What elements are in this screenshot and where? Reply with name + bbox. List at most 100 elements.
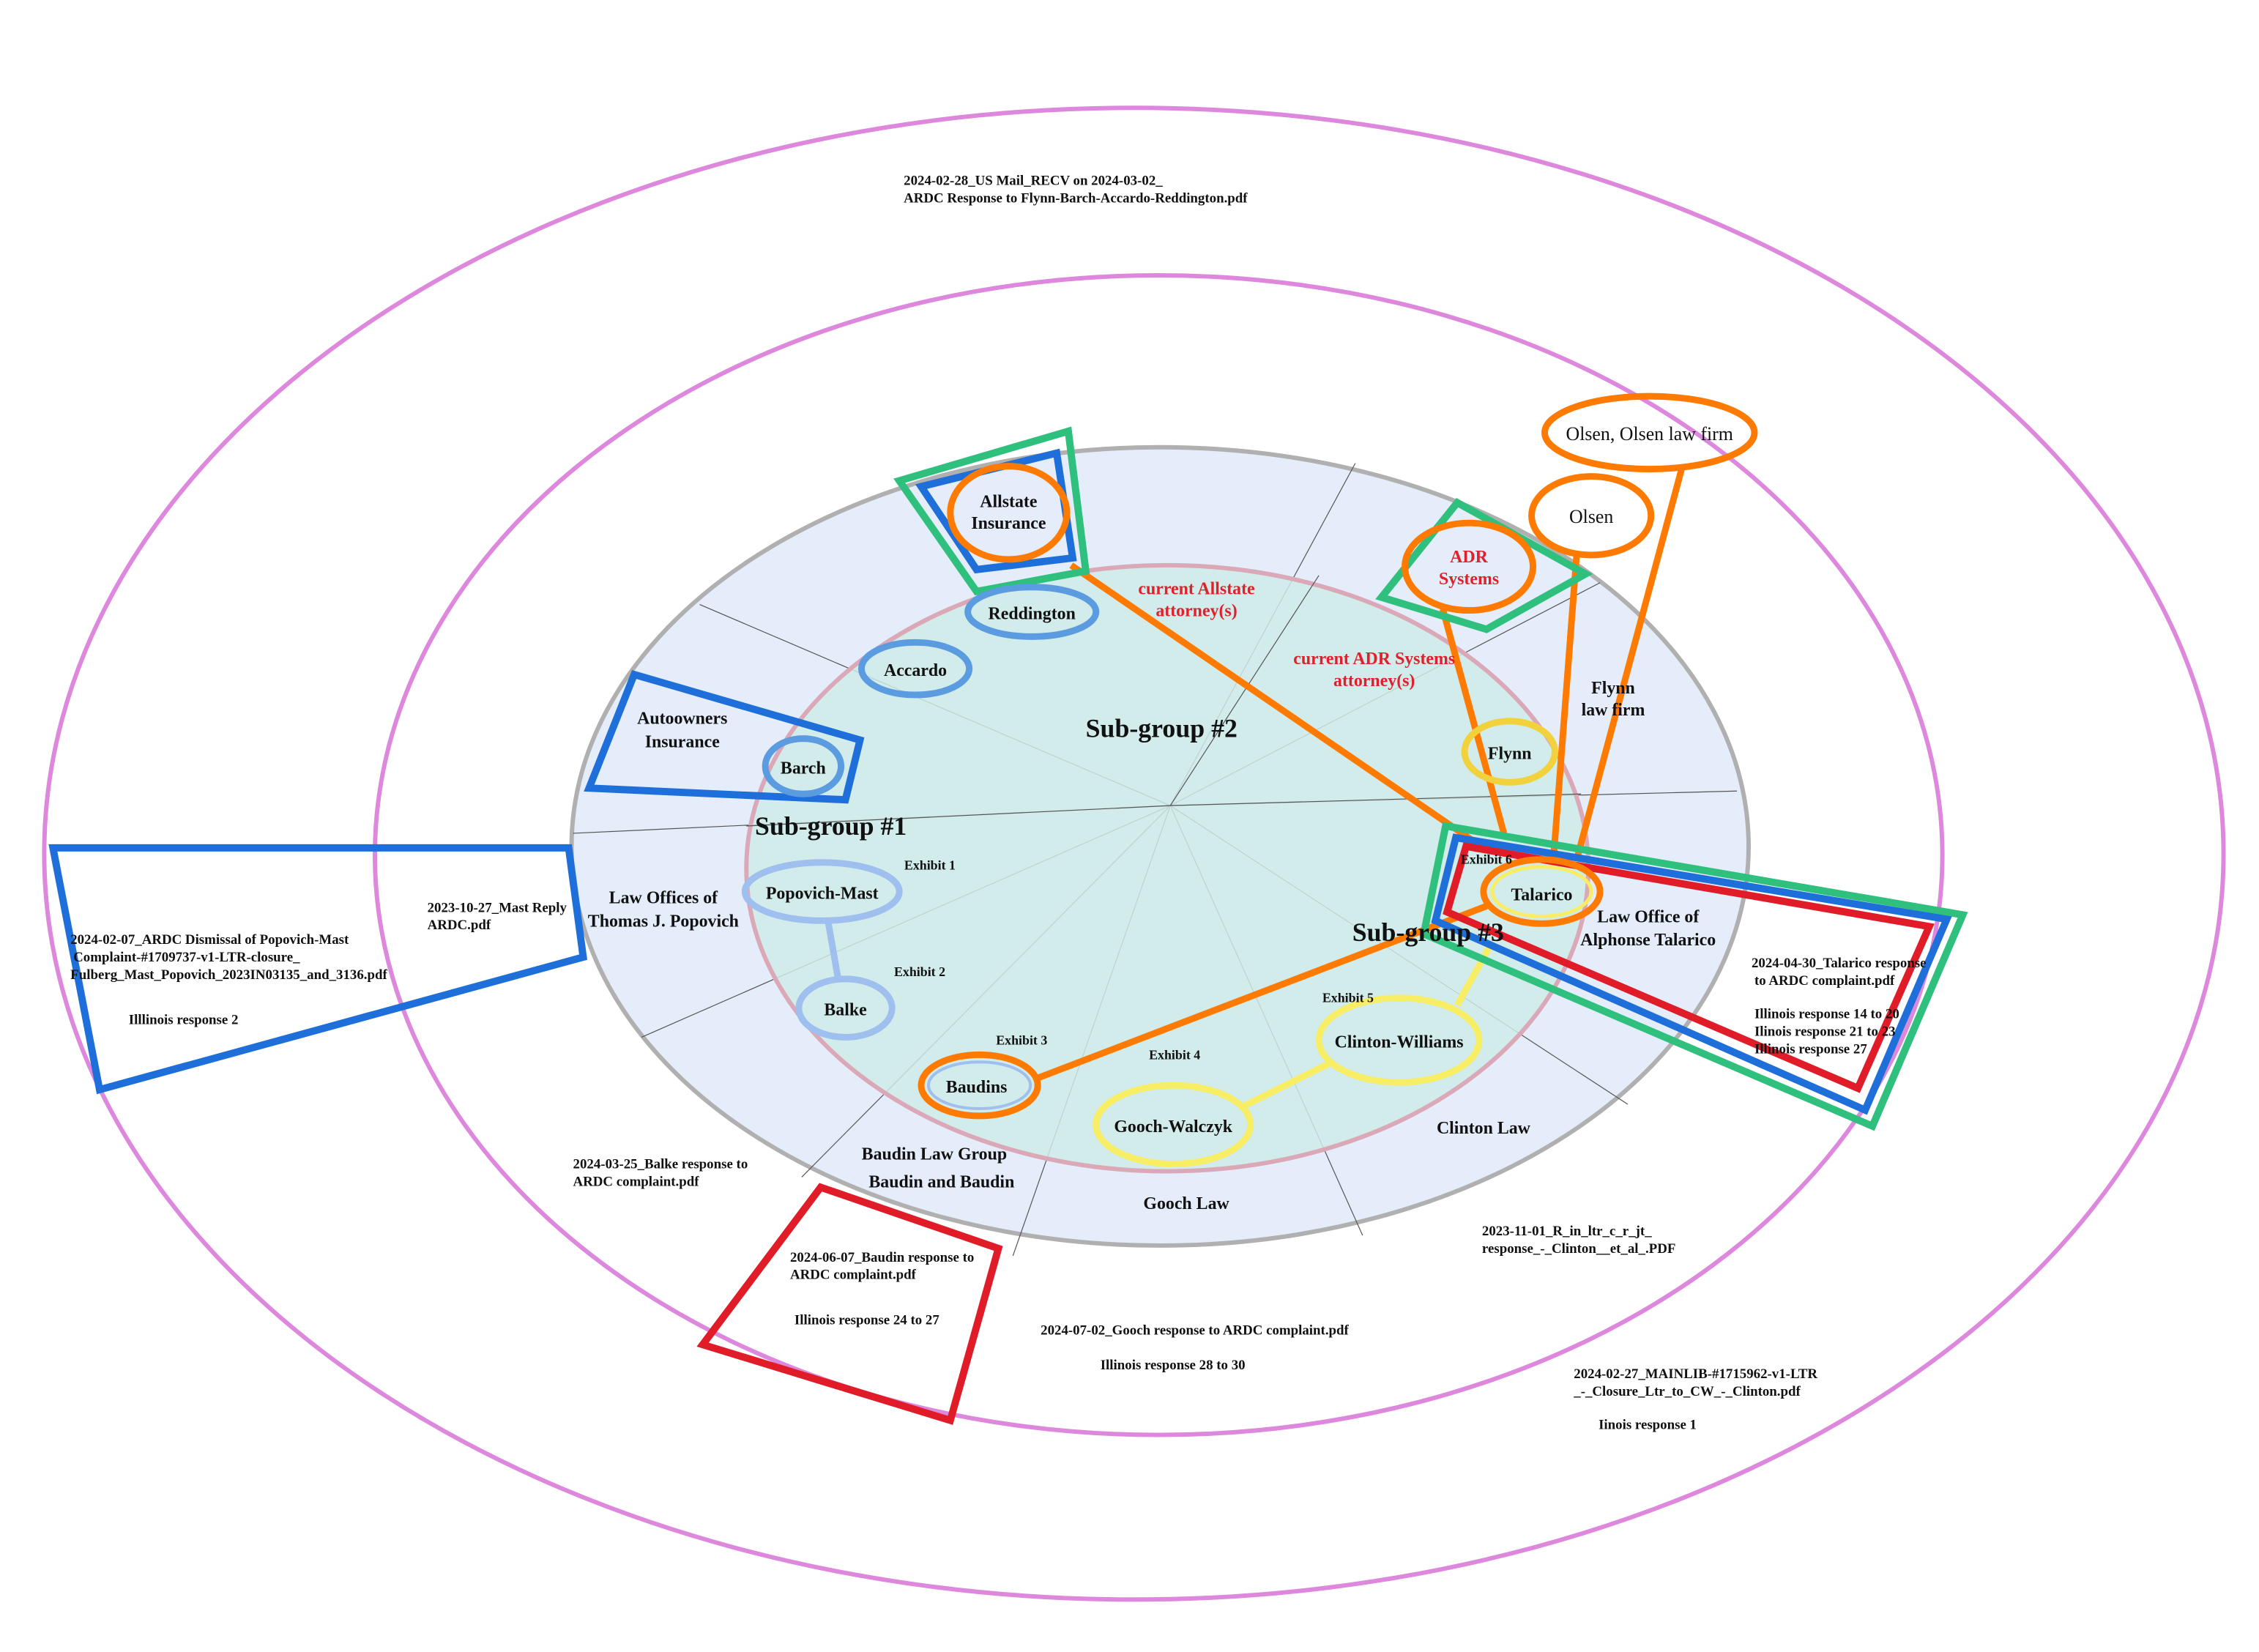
document-name: 2023-10-27_Mast Reply (428, 900, 567, 915)
document-name: 2024-07-02_Gooch response to ARDC compla… (1041, 1322, 1349, 1338)
exhibit-3: Exhibit 3 (996, 1032, 1047, 1047)
firm-gooch: Gooch Law (1143, 1194, 1229, 1213)
node-adr-systems[interactable]: ADR Systems (1402, 519, 1537, 614)
firm-flynn: Flynn (1591, 679, 1635, 698)
subgroup-3-label: Sub-group #3 (1352, 918, 1504, 947)
node-reddington[interactable]: Reddington (964, 584, 1100, 640)
document-name: to ARDC complaint.pdf (1754, 973, 1895, 989)
firm-clinton: Clinton Law (1437, 1119, 1531, 1138)
node-label: Insurance (971, 514, 1046, 533)
baudins-talarico-link (1036, 903, 1488, 1082)
node-label: Olsen (1569, 506, 1613, 527)
document-name: 2023-11-01_R_in_ltr_c_r_jt_ (1482, 1224, 1652, 1239)
document-ref: Illinois response 28 to 30 (1101, 1358, 1246, 1373)
adr-attorney-note: attorney(s) (1333, 671, 1415, 691)
firm-baudin: Baudin Law Group (862, 1145, 1007, 1164)
document-name: ARDC complaint.pdf (790, 1268, 917, 1283)
node-olsen-firm[interactable]: Olsen, Olsen law firm (1541, 392, 1758, 473)
node-balke[interactable]: Balke (795, 975, 896, 1041)
node-label: Olsen, Olsen law firm (1566, 423, 1733, 444)
document-name: Fulberg_Mast_Popovich_2023IN03135_and_31… (70, 967, 387, 983)
talarico-blue-group (1431, 833, 1952, 1115)
document-name: ARDC Response to Flynn-Barch-Accardo-Red… (904, 191, 1248, 206)
node-label: Talarico (1511, 885, 1573, 904)
firm-autoowners: Insurance (645, 733, 720, 752)
autoowners-blue-group (584, 670, 865, 804)
document-name: ARDC complaint.pdf (573, 1174, 700, 1189)
second-ring (372, 273, 1945, 1437)
node-olsen[interactable]: Olsen (1528, 473, 1655, 559)
firm-popovich: Law Offices of (609, 888, 718, 907)
exhibit-5: Exhibit 5 (1322, 991, 1374, 1005)
popovich-blue-group (48, 844, 587, 1095)
node-label: Baudins (946, 1078, 1008, 1097)
document-name: 2024-02-27_MAINLIB-#1715962-v1-LTR (1574, 1366, 1817, 1382)
node-flynn[interactable]: Flynn (1461, 718, 1558, 786)
allstate-talarico-link (1069, 562, 1477, 845)
document-talarico[interactable]: 2024-04-30_Talarico response to ARDC com… (1752, 956, 1927, 1057)
document-name: response_-_Clinton__et_al_.PDF (1482, 1241, 1675, 1257)
node-label: Barch (781, 759, 826, 778)
node-label: Balke (824, 1001, 866, 1020)
connectors (825, 468, 1685, 1110)
document-name: ARDC.pdf (428, 918, 491, 933)
node-clinton-williams[interactable]: Clinton-Williams (1315, 994, 1483, 1086)
firm-autoowners: Autoowners (637, 710, 727, 729)
document-name: Complaint-#1709737-v1-LTR-closure_ (73, 950, 300, 965)
node-gooch-walczyk[interactable]: Gooch-Walczyk (1093, 1082, 1254, 1168)
allstate-green-group (893, 426, 1090, 596)
adr-attorney-note: current ADR Systems (1293, 650, 1455, 669)
olsen-talarico-link (1549, 553, 1580, 860)
document-ref: Illinois response 27 (1754, 1041, 1867, 1057)
document-mast-reply[interactable]: 2023-10-27_Mast Reply ARDC.pdf (428, 900, 567, 933)
subgroup-2-label: Sub-group #2 (1086, 714, 1238, 743)
node-label: Allstate (980, 492, 1037, 511)
document-name: 2024-02-07_ARDC Dismissal of Popovich-Ma… (70, 932, 349, 948)
node-label: Clinton-Williams (1335, 1032, 1464, 1052)
document-balke[interactable]: 2024-03-25_Balke response to ARDC compla… (573, 1157, 748, 1190)
allstate-attorney-note: current Allstate (1138, 580, 1254, 599)
exhibit-4: Exhibit 4 (1149, 1047, 1200, 1062)
document-top[interactable]: 2024-02-28_US Mail_RECV on 2024-03-02_ A… (904, 174, 1248, 206)
subgroup-1-label: Sub-group #1 (755, 811, 907, 841)
document-name: 2024-02-28_US Mail_RECV on 2024-03-02_ (904, 174, 1163, 189)
node-baudins[interactable]: Baudins (918, 1051, 1041, 1120)
exhibit-2: Exhibit 2 (894, 964, 945, 979)
talarico-green-group (1419, 822, 1968, 1131)
talarico-red-group (1443, 842, 1935, 1093)
firm-baudin: Baudin and Baudin (868, 1172, 1014, 1191)
document-name: 2024-03-25_Balke response to (573, 1157, 748, 1172)
node-popovich-mast[interactable]: Popovich-Mast (741, 859, 903, 924)
outer-ring (42, 105, 2226, 1602)
document-ref: Iinois response 1 (1599, 1418, 1697, 1433)
node-talarico[interactable]: Talarico (1480, 856, 1604, 927)
baudin-red-group (696, 1183, 1003, 1425)
node-label: Reddington (989, 605, 1076, 624)
node-label: Accardo (884, 661, 947, 680)
exhibit-1: Exhibit 1 (904, 858, 956, 873)
allstate-attorney-note: attorney(s) (1155, 602, 1237, 621)
document-name: _-_Closure_Ltr_to_CW_-_Clinton.pdf (1573, 1384, 1801, 1399)
firm-talarico: Law Office of (1597, 907, 1700, 926)
document-baudin[interactable]: 2024-06-07_Baudin response to ARDC compl… (790, 1250, 974, 1328)
node-label: Flynn (1488, 744, 1532, 763)
document-mainlib[interactable]: 2024-02-27_MAINLIB-#1715962-v1-LTR _-_Cl… (1573, 1366, 1817, 1433)
node-accardo[interactable]: Accardo (857, 639, 973, 699)
node-barch[interactable]: Barch (762, 735, 845, 797)
node-label: Popovich-Mast (766, 884, 879, 903)
inner-dividers (746, 575, 1582, 827)
node-allstate[interactable]: Allstate Insurance (947, 463, 1071, 563)
exhibit-6: Exhibit 6 (1461, 852, 1512, 867)
firm-talarico: Alphonse Talarico (1580, 931, 1716, 950)
document-ref: Illlinois response 2 (129, 1013, 239, 1028)
document-gooch[interactable]: 2024-07-02_Gooch response to ARDC compla… (1041, 1322, 1349, 1373)
document-ref: Ilinois response 21 to 23 (1754, 1024, 1896, 1039)
document-ardc-dismissal[interactable]: 2024-02-07_ARDC Dismissal of Popovich-Ma… (70, 932, 387, 1027)
document-name: 2024-04-30_Talarico response (1752, 956, 1927, 971)
firm-popovich: Thomas J. Popovich (588, 912, 739, 931)
olsen-firm-talarico-link (1573, 468, 1685, 860)
document-clinton[interactable]: 2023-11-01_R_in_ltr_c_r_jt_ response_-_C… (1482, 1224, 1675, 1257)
gooch-clinton-link (1240, 1060, 1331, 1110)
node-label: ADR (1450, 548, 1488, 567)
